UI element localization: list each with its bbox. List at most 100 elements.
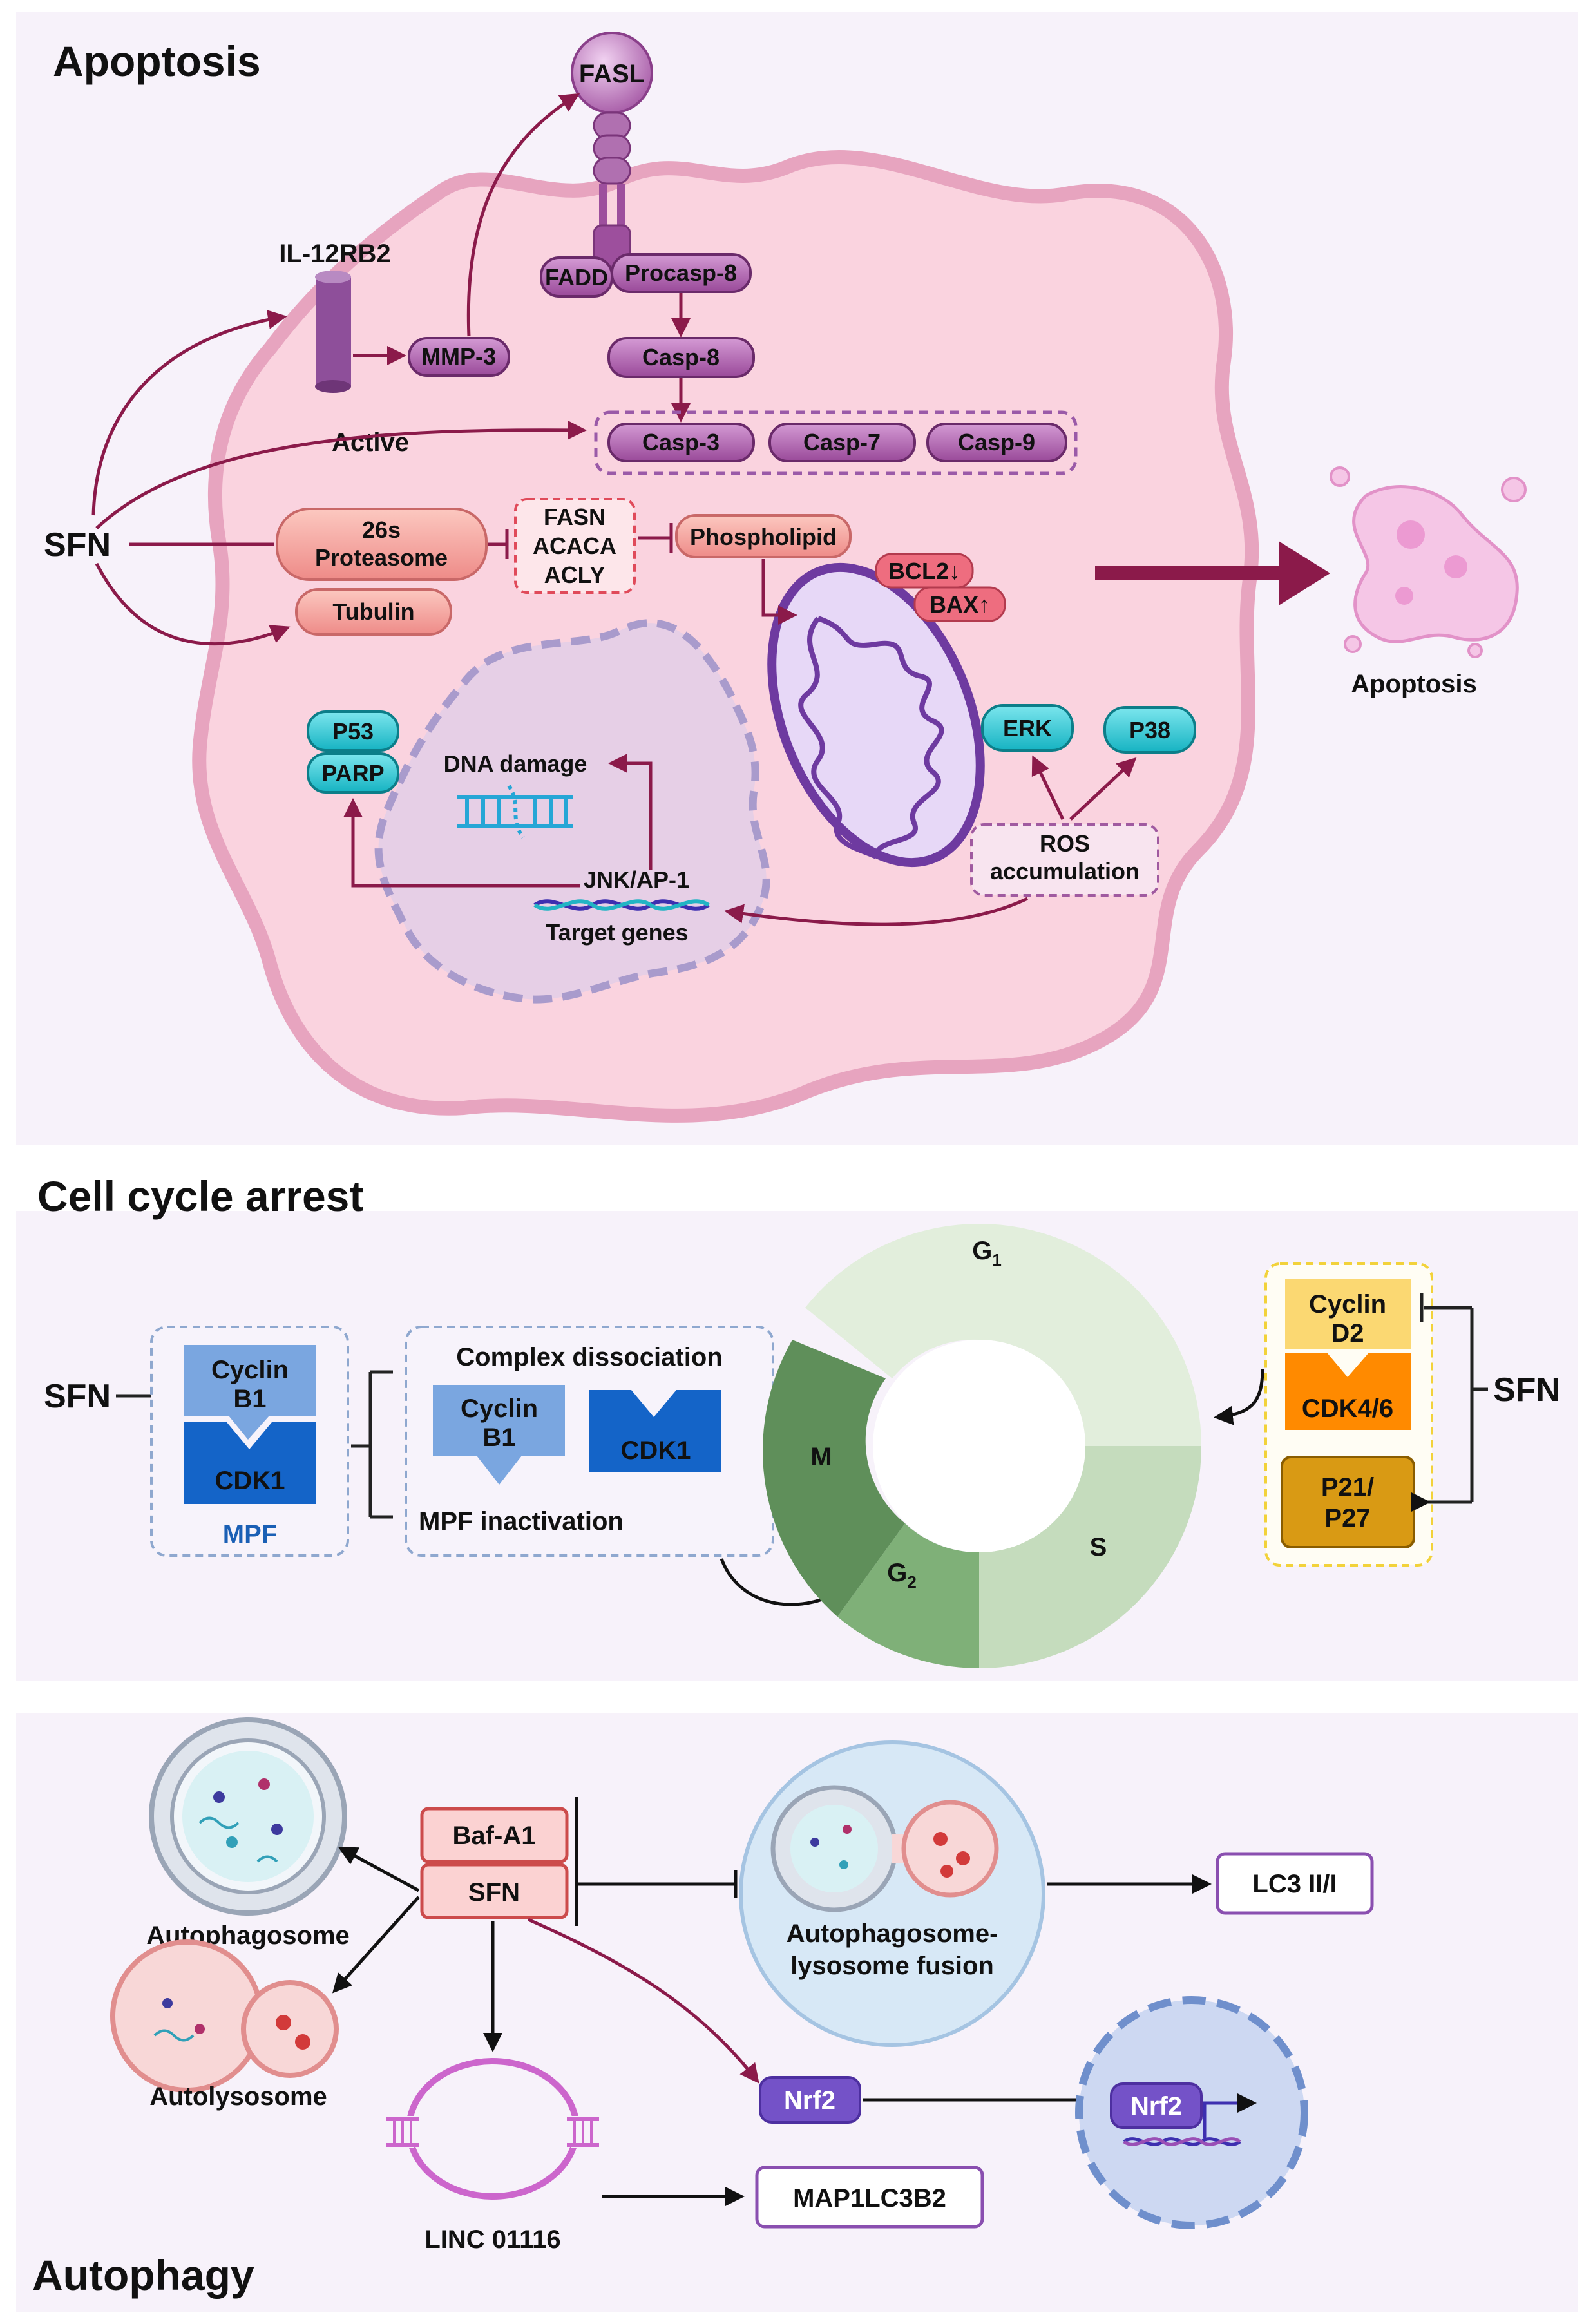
- bafa1-box: Baf-A1: [420, 1807, 569, 1863]
- ros-label-2: accumulation: [990, 858, 1140, 884]
- svg-text:B1: B1: [233, 1385, 266, 1413]
- il12rb2-label: IL-12RB2: [279, 240, 390, 268]
- cell-cycle-section-title: Cell cycle arrest: [37, 1172, 363, 1220]
- svg-text:Cyclin: Cyclin: [211, 1356, 289, 1384]
- svg-text:P38: P38: [1129, 717, 1170, 743]
- casp3-pill: Casp-3: [607, 423, 755, 462]
- autophagy-panel: Autophagy Autophagosome Autolysosome Baf…: [16, 1713, 1578, 2312]
- apoptosis-panel: Apoptosis FASL FADD Pro: [16, 12, 1578, 1145]
- svg-text:Tubulin: Tubulin: [332, 598, 414, 625]
- sfn-to-caspase-arrow: [95, 420, 587, 529]
- apoptotic-cell-icon: [1330, 466, 1527, 658]
- target-genes-label: Target genes: [546, 919, 688, 946]
- nucleus: [374, 619, 770, 1004]
- jnk-to-dna-damage-arrow: [608, 754, 653, 870]
- svg-text:Procasp-8: Procasp-8: [625, 260, 737, 286]
- svg-text:MAP1LC3B2: MAP1LC3B2: [793, 2184, 946, 2213]
- svg-text:BAX↑: BAX↑: [930, 591, 990, 618]
- acaca-label: ACACA: [533, 533, 616, 559]
- acly-label: ACLY: [544, 562, 606, 588]
- ros-to-jnk-arrow: [724, 897, 1029, 926]
- cyclin-b1-free-block: Cyclin B1: [433, 1385, 565, 1485]
- proteasome-pill: 26s Proteasome: [276, 508, 488, 581]
- svg-text:P27: P27: [1324, 1504, 1370, 1532]
- sfn-to-tubulin-arrow: [95, 562, 291, 646]
- svg-text:P21/: P21/: [1321, 1473, 1374, 1501]
- phospholipid-pill: Phospholipid: [675, 514, 852, 558]
- cdk46-to-g1-arrow: [1214, 1368, 1264, 1425]
- apoptosis-section-title: Apoptosis: [53, 37, 261, 85]
- apoptosis-outcome-label: Apoptosis: [1351, 670, 1477, 698]
- dna-helix-icon: [533, 899, 710, 911]
- active-label: Active: [332, 428, 409, 457]
- ros-label-1: ROS: [1040, 830, 1090, 857]
- svg-text:Casp-7: Casp-7: [803, 429, 881, 455]
- sfn-apoptosis: SFN: [44, 526, 111, 564]
- p38-pill: P38: [1103, 706, 1196, 754]
- casp7-pill: Casp-7: [768, 423, 916, 462]
- cell-cycle-panel: Cell cycle arrest SFN Cyclin B1 CDK1 MPF…: [16, 1172, 1578, 1681]
- nrf2-pill: Nrf2: [759, 2076, 861, 2124]
- svg-text:ERK: ERK: [1003, 715, 1052, 741]
- phase-m-segment: [763, 1340, 905, 1617]
- svg-text:Casp-8: Casp-8: [642, 344, 720, 370]
- svg-text:FASL: FASL: [579, 60, 645, 88]
- broken-dna-icon: [457, 785, 573, 839]
- fadd-pill: FADD: [540, 256, 613, 298]
- jnk-label: JNK/AP-1: [584, 866, 689, 893]
- ros-box: [970, 823, 1159, 897]
- fusion-label-2: lysosome fusion: [790, 1952, 994, 1980]
- sfn-cell-cycle-right: SFN: [1493, 1371, 1560, 1409]
- mmp3-to-fasl-arrow: [466, 93, 580, 337]
- svg-text:LC3 II/I: LC3 II/I: [1252, 1870, 1337, 1898]
- to-autolysosome-arrow: [332, 1896, 420, 1994]
- svg-text:Phospholipid: Phospholipid: [690, 524, 837, 550]
- bcl2-pill: BCL2↓: [875, 553, 974, 589]
- svg-text:SFN: SFN: [468, 1878, 520, 1907]
- autophagy-section-title: Autophagy: [32, 2251, 254, 2299]
- phase-m-label: M: [810, 1443, 832, 1471]
- svg-text:BCL2↓: BCL2↓: [888, 558, 960, 584]
- sfn-cell-cycle-left: SFN: [44, 1378, 111, 1415]
- svg-text:MMP-3: MMP-3: [421, 343, 496, 370]
- cancer-cell: [192, 150, 1259, 1123]
- svg-text:B1: B1: [482, 1424, 515, 1452]
- svg-text:Casp-3: Casp-3: [642, 429, 720, 455]
- il12rb2-receptor-icon: [315, 271, 351, 393]
- cdk46-block: CDK4/6: [1285, 1353, 1411, 1430]
- transcription-arrow-icon: [1203, 2093, 1257, 2138]
- svg-text:Cyclin: Cyclin: [1309, 1290, 1386, 1319]
- autolysosome-icon: [110, 1939, 339, 2093]
- cyclin-b1-block: Cyclin B1: [184, 1345, 316, 1440]
- procasp8-pill: Procasp-8: [611, 253, 752, 293]
- cdk1-block: CDK1: [184, 1422, 316, 1504]
- phase-s-segment: [979, 1446, 1201, 1668]
- fusion-label-1: Autophagosome-: [787, 1919, 998, 1948]
- casp8-pill: Casp-8: [607, 337, 755, 378]
- autolysosome-label: Autolysosome: [149, 2082, 327, 2111]
- svg-text:CDK1: CDK1: [215, 1467, 285, 1495]
- mitochondrion: [767, 562, 985, 868]
- svg-text:Nrf2: Nrf2: [784, 2086, 835, 2115]
- cyclin-d2-block: Cyclin D2: [1285, 1279, 1411, 1349]
- sfn-right-bracket: [1420, 1306, 1488, 1504]
- svg-text:Nrf2: Nrf2: [1130, 2092, 1182, 2120]
- svg-text:D2: D2: [1331, 1319, 1364, 1348]
- svg-text:FADD: FADD: [545, 264, 608, 290]
- bax-pill: BAX↑: [913, 586, 1006, 622]
- erk-pill: ERK: [981, 704, 1074, 752]
- mpf-label: MPF: [223, 1520, 277, 1548]
- lc3-box: LC3 II/I: [1216, 1852, 1374, 1915]
- ros-to-p38-arrow: [1069, 757, 1137, 821]
- sfn-to-il12-arrow: [91, 310, 287, 516]
- p21-p27-block: P21/ P27: [1281, 1456, 1415, 1548]
- svg-text:P53: P53: [332, 718, 374, 745]
- sfn-to-nrf2-arrow: [527, 1918, 759, 2084]
- svg-text:CDK4/6: CDK4/6: [1302, 1395, 1393, 1423]
- cell-cycle-ring: [763, 1223, 1201, 1668]
- phase-s-label: S: [1090, 1533, 1107, 1561]
- sfn-autophagy-box: SFN: [420, 1863, 569, 1919]
- svg-text:Proteasome: Proteasome: [315, 544, 448, 571]
- mmp3-pill: MMP-3: [408, 337, 510, 377]
